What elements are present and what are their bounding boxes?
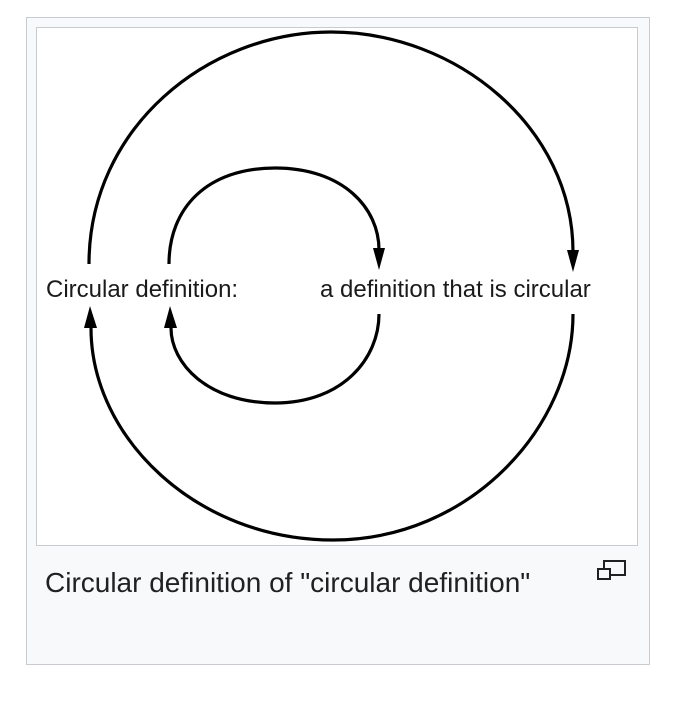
figure-caption: Circular definition of "circular definit… (45, 567, 531, 598)
outer-lower-arc (89, 313, 575, 542)
diagram-right-label: a definition that is circular (320, 276, 591, 303)
inner-upper-arc (167, 166, 381, 265)
outer-lower-arrowhead (84, 306, 97, 328)
figure-thumbnail: Circular definition: a definition that i… (26, 17, 650, 665)
outer-upper-arrowhead (567, 250, 579, 272)
magnify-clip-icon[interactable] (597, 559, 627, 581)
inner-upper-arrowhead (373, 248, 385, 270)
diagram-left-label: Circular definition: (46, 276, 239, 303)
inner-lower-arc (169, 313, 381, 405)
inner-lower-arrowhead (164, 306, 177, 328)
circular-definition-diagram (84, 30, 579, 542)
outer-upper-arc (87, 30, 575, 265)
figure-image[interactable]: Circular definition: a definition that i… (36, 27, 638, 546)
